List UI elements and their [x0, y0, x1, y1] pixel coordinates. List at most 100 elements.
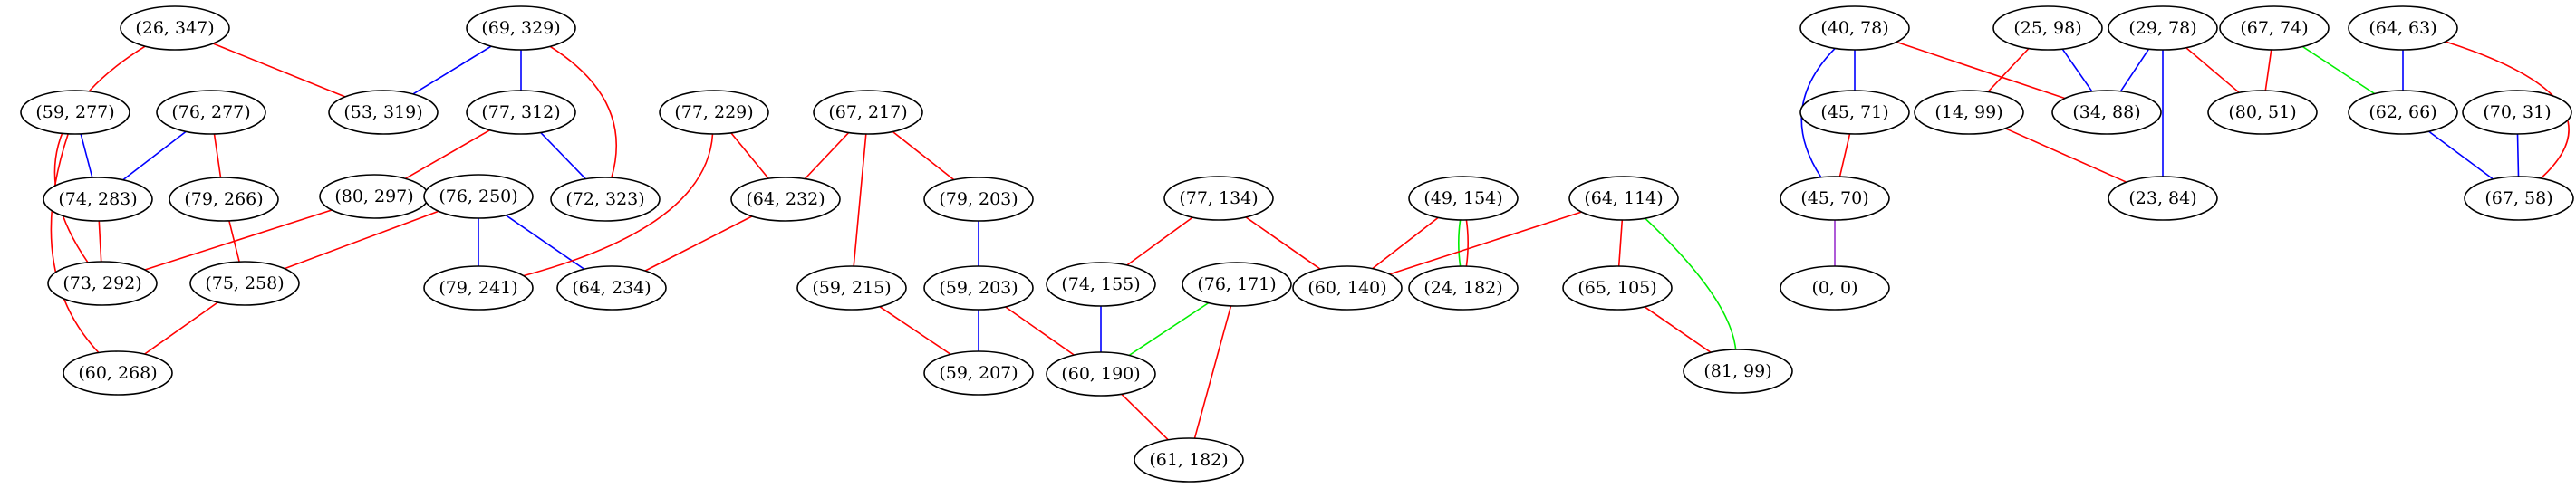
nodes-layer: (26, 347)(69, 329)(59, 277)(76, 277)(53,… [20, 5, 2574, 483]
node-label: (80, 51) [2228, 102, 2296, 122]
node-label: (64, 63) [2369, 18, 2436, 38]
node-76-277: (76, 277) [156, 90, 266, 135]
node-74-283: (74, 283) [43, 177, 153, 222]
edge-76_171-60_190 [1128, 301, 1210, 357]
node-79-241: (79, 241) [423, 265, 534, 311]
node-59-277: (59, 277) [20, 90, 130, 135]
node-64-232: (64, 232) [730, 177, 841, 222]
node-76-171: (76, 171) [1182, 262, 1292, 307]
edge-25_98-34_88 [2061, 48, 2093, 92]
node-ellipse [169, 177, 279, 222]
node-67-74: (67, 74) [2219, 5, 2330, 51]
node-label: (59, 215) [812, 278, 891, 298]
node-ellipse [156, 90, 266, 135]
node-label: (45, 71) [1820, 102, 1888, 122]
edge-76_277-79_266 [213, 133, 222, 178]
node-label: (74, 155) [1061, 274, 1140, 294]
node-60-140: (60, 140) [1292, 265, 1403, 311]
node-label: (69, 329) [481, 18, 560, 38]
node-label: (77, 134) [1179, 188, 1258, 208]
node-49-154: (49, 154) [1408, 176, 1519, 221]
node-ellipse [2051, 90, 2162, 135]
edge-74_283-73_292 [98, 220, 102, 263]
node-label: (61, 182) [1149, 450, 1228, 470]
edge-76_277-74_283 [122, 130, 187, 181]
node-ellipse [1780, 265, 1890, 311]
node-label: (45, 70) [1800, 188, 1868, 208]
node-label: (64, 232) [746, 189, 825, 209]
node-64-234: (64, 234) [556, 265, 667, 311]
node-label: (29, 78) [2128, 18, 2196, 38]
edge-76_171-61_182 [1193, 305, 1232, 439]
node-ellipse [2219, 5, 2330, 51]
node-ellipse [2108, 5, 2218, 51]
node-ellipse [43, 177, 153, 222]
node-ellipse [813, 90, 923, 135]
node-label: (65, 105) [1577, 278, 1656, 298]
node-67-58: (67, 58) [2464, 176, 2574, 221]
edge-77_134-74_155 [1126, 216, 1193, 266]
node-53-319: (53, 319) [328, 90, 439, 135]
edge-64_114-60_140 [1389, 211, 1582, 275]
edge-45_71-45_70 [1838, 133, 1851, 177]
node-ellipse [1046, 262, 1156, 307]
node-label: (59, 203) [939, 278, 1018, 298]
edge-77_229-64_232 [730, 132, 769, 179]
node-label: (60, 268) [78, 363, 157, 383]
node-ellipse [2462, 90, 2572, 135]
node-label: (76, 277) [171, 102, 250, 122]
node-label: (14, 99) [1934, 102, 2002, 122]
node-ellipse [1408, 265, 1519, 311]
node-23-84: (23, 84) [2108, 176, 2218, 221]
edge-65_105-81_99 [1644, 306, 1712, 353]
node-72-323: (72, 323) [550, 177, 661, 222]
node-ellipse [1562, 265, 1673, 311]
node-ellipse [423, 265, 534, 311]
node-label: (60, 190) [1061, 364, 1140, 384]
edge-59_215-59_207 [879, 305, 951, 356]
node-65-105: (65, 105) [1562, 265, 1673, 311]
node-label: (59, 277) [35, 102, 114, 122]
node-ellipse [2348, 5, 2458, 51]
node-label: (0, 0) [1811, 278, 1857, 298]
node-ellipse [120, 5, 230, 51]
node-ellipse [1683, 349, 1793, 394]
node-ellipse [466, 90, 576, 135]
edges-layer [50, 41, 2570, 441]
edge-26_347-53_319 [212, 43, 346, 98]
edge-75_258-60_268 [144, 301, 218, 355]
node-label: (77, 229) [674, 102, 753, 122]
node-ellipse [923, 350, 1034, 396]
node-label: (25, 98) [2013, 18, 2081, 38]
node-ellipse [923, 265, 1034, 311]
node-81-99: (81, 99) [1683, 349, 1793, 394]
node-ellipse [63, 350, 173, 396]
edge-59_277-74_283 [80, 133, 93, 178]
edge-49_154-24_182 [1465, 219, 1469, 267]
edge-59_203-60_190 [1005, 306, 1075, 356]
node-label: (23, 84) [2128, 188, 2196, 208]
node-label: (40, 78) [1820, 18, 1888, 38]
node-73-292: (73, 292) [47, 261, 158, 306]
node-label: (79, 203) [939, 189, 1018, 209]
node-67-217: (67, 217) [813, 90, 923, 135]
node-14-99: (14, 99) [1914, 90, 2024, 135]
node-79-266: (79, 266) [169, 177, 279, 222]
node-label: (79, 241) [439, 278, 517, 298]
node-61-182: (61, 182) [1134, 437, 1244, 483]
edge-29_78-34_88 [2119, 48, 2150, 92]
edge-77_312-80_297 [404, 129, 491, 179]
node-ellipse [2108, 176, 2218, 221]
node-label: (67, 217) [828, 102, 907, 122]
edge-26_347-73_292 [53, 45, 146, 263]
node-label: (53, 319) [343, 102, 422, 122]
edge-79_266-75_258 [228, 220, 240, 263]
edge-49_154-24_182 [1458, 219, 1462, 267]
node-label: (49, 154) [1423, 188, 1502, 208]
node-label: (73, 292) [63, 273, 141, 293]
node-45-70: (45, 70) [1780, 176, 1890, 221]
node-label: (64, 234) [572, 278, 651, 298]
edge-77_134-60_140 [1245, 216, 1321, 270]
node-77-312: (77, 312) [466, 90, 576, 135]
node-ellipse [1408, 176, 1519, 221]
